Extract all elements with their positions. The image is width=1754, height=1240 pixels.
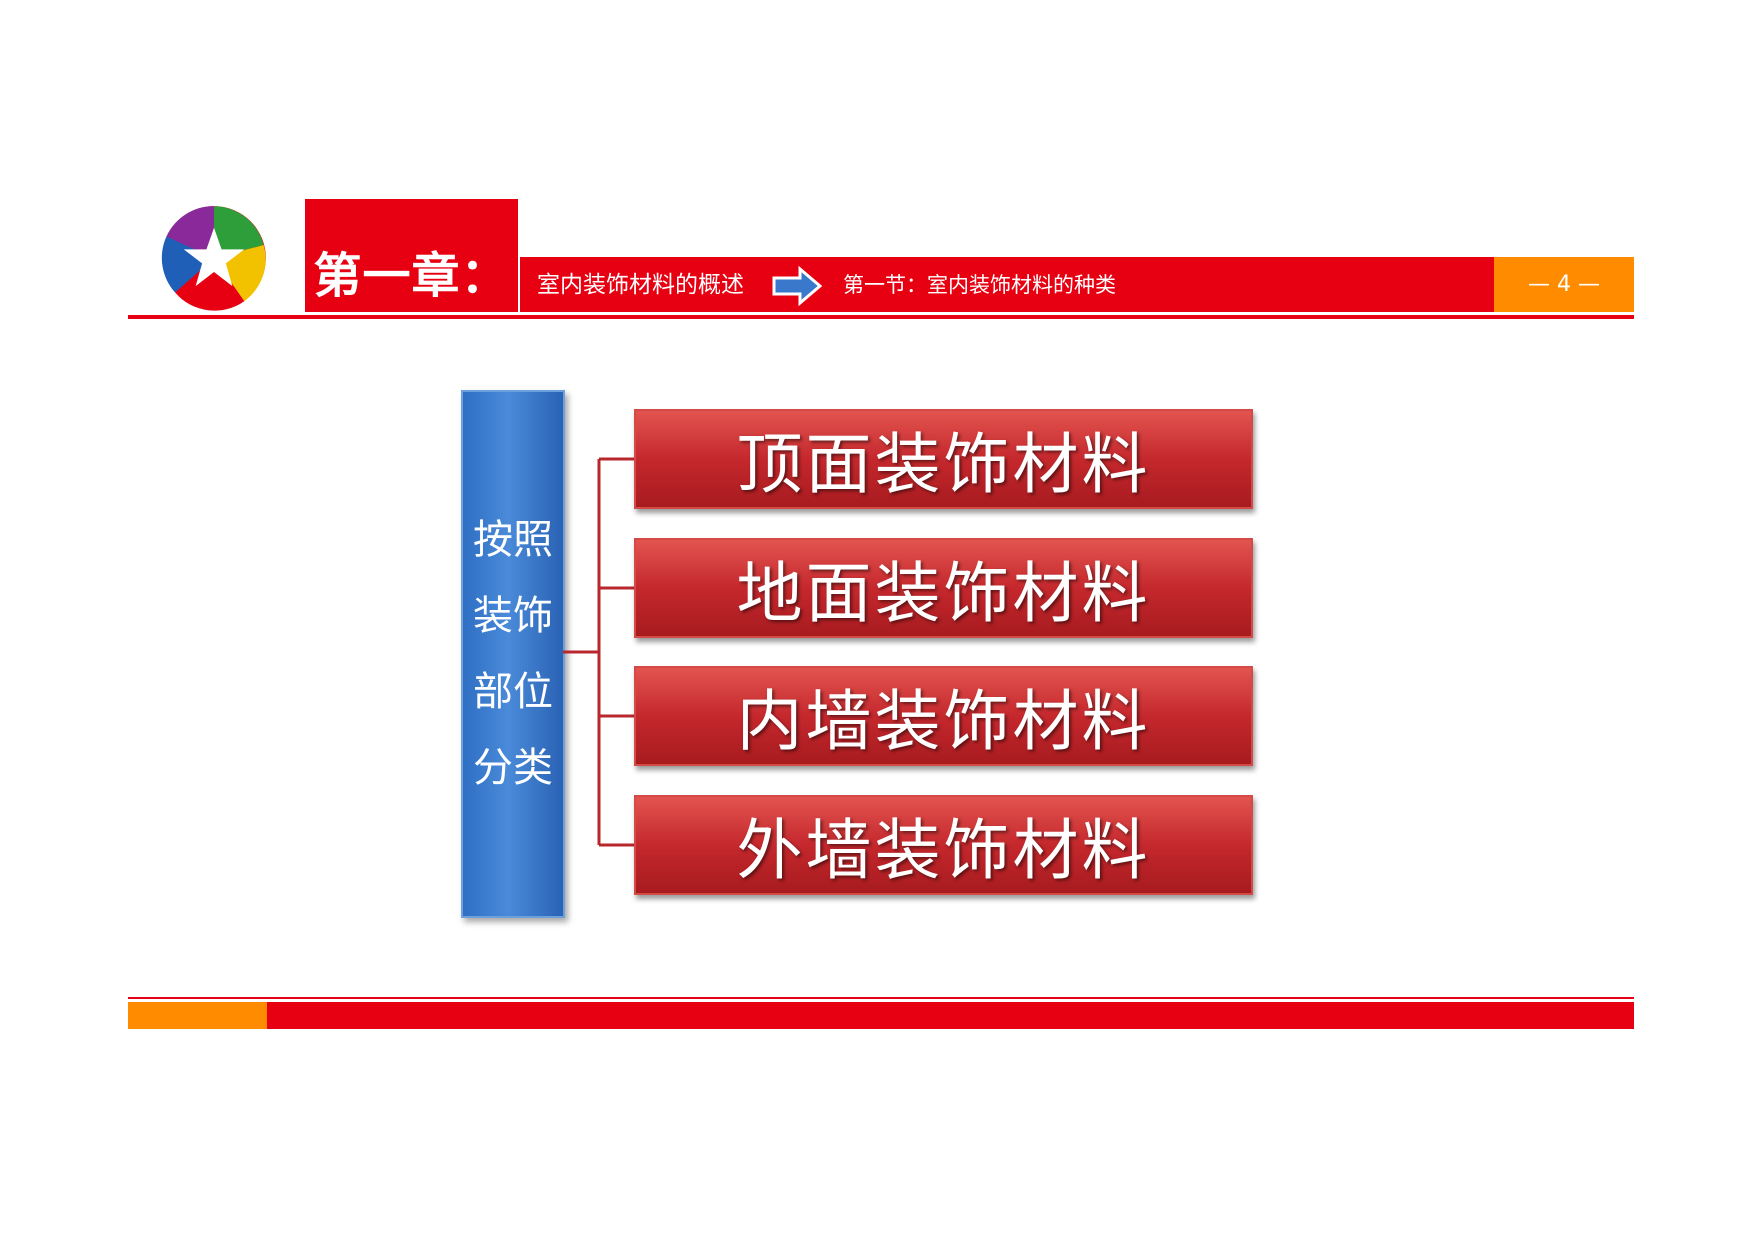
item-ceiling-materials: 顶面装饰材料 (634, 409, 1253, 509)
header-divider (128, 315, 1634, 319)
connector-lines (563, 457, 638, 847)
logo-star-icon (161, 206, 266, 311)
page-number: — 4 — (1494, 257, 1634, 312)
item-exterior-wall-materials: 外墙装饰材料 (634, 795, 1253, 895)
footer-bar (267, 1002, 1634, 1029)
item-floor-materials: 地面装饰材料 (634, 538, 1253, 638)
footer-divider (128, 997, 1634, 999)
category-label: 按照装饰部位分类 (473, 517, 553, 791)
item-label: 地面装饰材料 (736, 555, 1151, 632)
section-title: 第一节：室内装饰材料的种类 (843, 273, 1116, 297)
page-number-text: — 4 — (1528, 272, 1600, 297)
arrow-right-icon (772, 266, 822, 306)
item-interior-wall-materials: 内墙装饰材料 (634, 666, 1253, 766)
footer-accent-bar (128, 1002, 267, 1029)
chapter-title: 第一章： (313, 248, 510, 304)
item-label: 顶面装饰材料 (736, 426, 1151, 503)
item-label: 外墙装饰材料 (736, 812, 1151, 889)
chapter-box: 第一章： (305, 199, 518, 312)
header-bar (520, 257, 1494, 312)
overview-title: 室内装饰材料的概述 (537, 272, 744, 298)
item-label: 内墙装饰材料 (736, 683, 1151, 760)
category-box: 按照装饰部位分类 (461, 390, 565, 918)
